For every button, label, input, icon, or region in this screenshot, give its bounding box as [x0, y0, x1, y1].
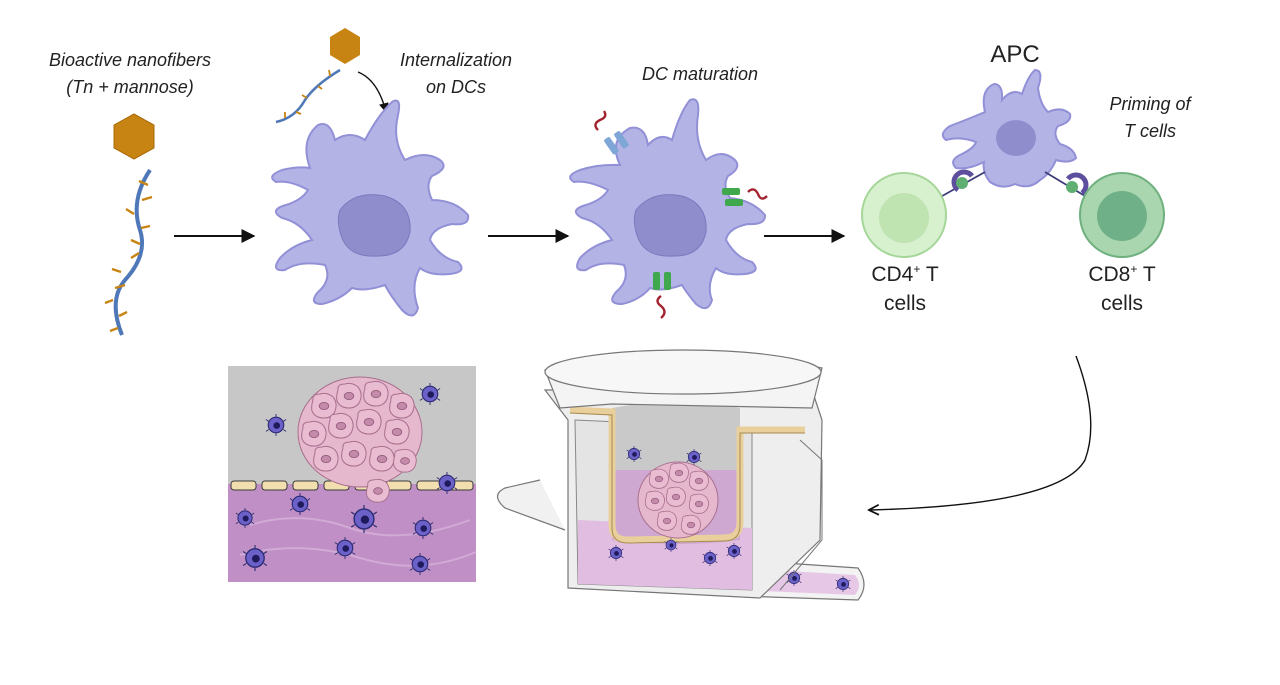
apc-cell	[941, 68, 1078, 188]
bioreactor-device	[496, 349, 865, 601]
dendritic-cell	[271, 99, 470, 317]
cd4-t-cell	[861, 172, 947, 258]
synapse-receptor-icon	[951, 169, 1089, 195]
internalization-label-line2: on DCs	[426, 77, 486, 97]
cd8-t-cell	[1079, 172, 1165, 258]
cd4-label-line2: cells	[884, 292, 926, 315]
priming-label-line2: T cells	[1124, 121, 1176, 141]
mature-dendritic-cell	[569, 98, 768, 319]
internalization-arrow	[357, 71, 389, 113]
tumor-tissue-panel	[228, 366, 477, 582]
nanofibers-label-line2: (Tn + mannose)	[66, 77, 194, 97]
mhc-receptor-icon	[722, 188, 768, 206]
small-nanofiber-icon	[275, 28, 360, 124]
nanoparticle-icon	[113, 113, 155, 160]
cd8-label-line1: CD8+ T	[1088, 262, 1155, 286]
mhc-receptor-icon	[594, 110, 629, 155]
mhc-receptor-icon	[653, 272, 671, 319]
tumor-spheroid	[297, 376, 423, 503]
nanofibers-label-line1: Bioactive nanofibers	[49, 50, 211, 70]
priming-label-line1: Priming of	[1109, 94, 1192, 114]
apc-label: APC	[990, 41, 1039, 68]
nanofiber-illustration	[104, 113, 155, 336]
cd8-label-line2: cells	[1101, 292, 1143, 315]
internalization-label-line1: Internalization	[400, 50, 512, 70]
return-arrow	[870, 355, 1092, 510]
cd4-label-line1: CD4+ T	[871, 262, 938, 286]
maturation-label: DC maturation	[642, 64, 758, 84]
